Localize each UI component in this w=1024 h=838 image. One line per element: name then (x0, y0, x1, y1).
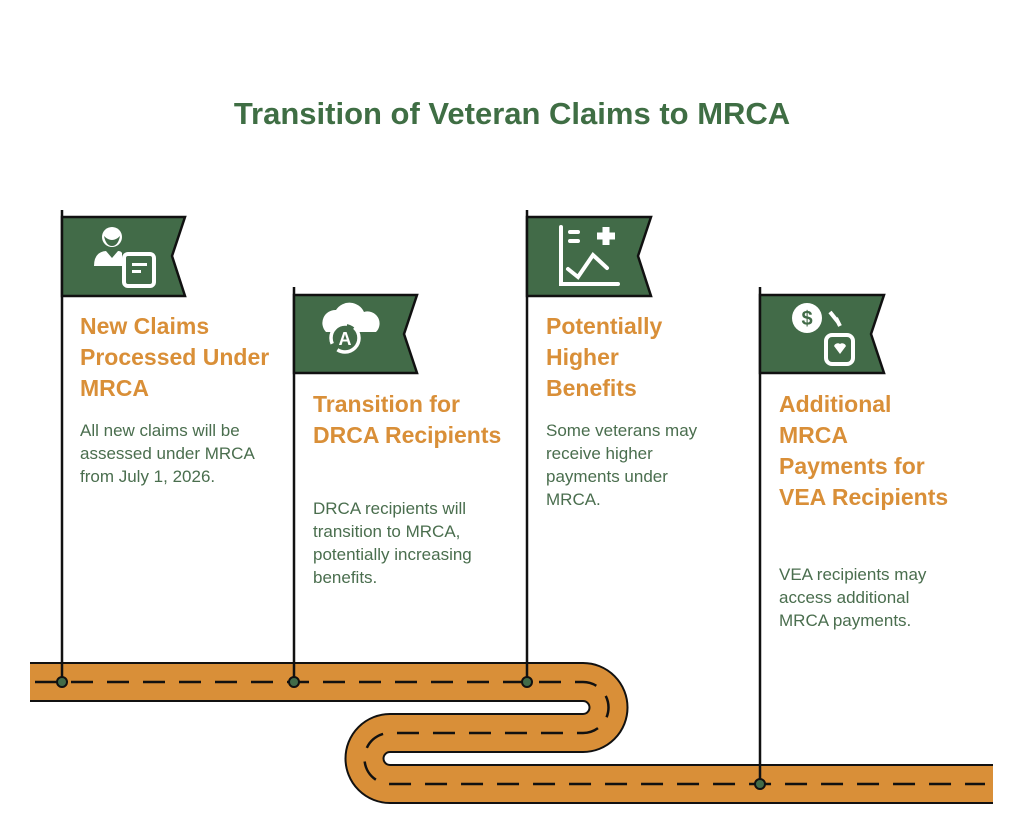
milestone-4-heading: Additional MRCA Payments for VEA Recipie… (779, 391, 949, 510)
milestone-4-text: VEA recipients may access additional MRC… (779, 565, 927, 630)
milestone-2-heading: Transition for DRCA Recipients (313, 391, 502, 448)
cloud-sync-icon: A (322, 302, 380, 354)
chart-plus-icon (559, 225, 620, 286)
milestone-dot-4 (754, 778, 766, 790)
milestone-dot-1 (56, 676, 68, 688)
milestone-dot-2 (288, 676, 300, 688)
milestone-1-heading: New Claims Processed Under MRCA (80, 313, 270, 401)
milestone-3-text: Some veterans may receive higher payment… (546, 421, 698, 509)
milestone-3-heading: Potentially Higher Benefits (546, 313, 663, 401)
road (30, 662, 993, 804)
svg-text:A: A (339, 329, 352, 349)
flag-3 (525, 215, 653, 298)
milestone-2-text: DRCA recipients will transition to MRCA,… (313, 499, 472, 587)
page-title: Transition of Veteran Claims to MRCA (233, 96, 791, 131)
flag-4 (758, 293, 886, 375)
svg-text:$: $ (801, 308, 812, 330)
milestone-1-text: All new claims will be assessed under MR… (80, 421, 254, 486)
person-document-icon (94, 227, 156, 288)
milestone-dot-3 (521, 676, 533, 688)
money-jar-icon: $ (792, 303, 855, 366)
